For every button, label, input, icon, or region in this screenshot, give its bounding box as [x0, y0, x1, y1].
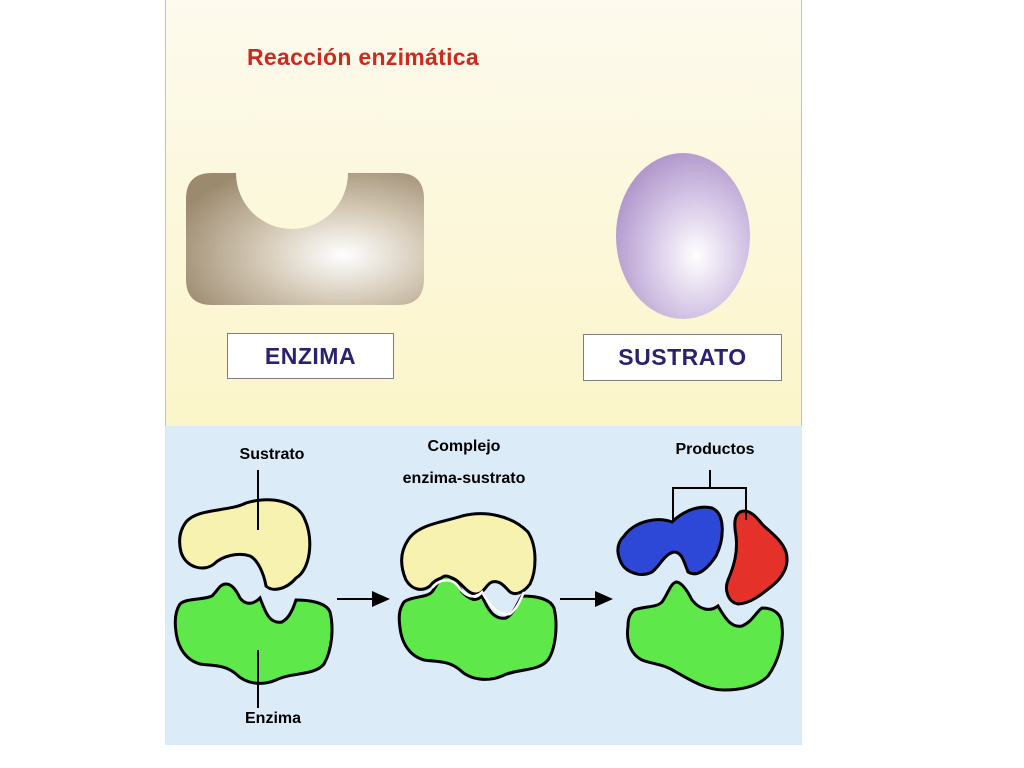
- diagram-label-enzima: Enzima: [244, 710, 302, 727]
- productos-bracket: [672, 470, 747, 520]
- substrate-shape-stage2: [400, 512, 537, 596]
- product-blue-shape: [616, 505, 724, 576]
- substrate-model-shape: [616, 153, 750, 319]
- diagram-label-complejo-line2: enzima-sustrato: [402, 470, 526, 487]
- enzyme-shape-stage2: [397, 574, 558, 681]
- enzyme-shape-stage3: [626, 580, 784, 692]
- complex-gap-outline: [431, 579, 526, 616]
- enzyme-shape-stage1: [173, 582, 334, 685]
- enzima-label: ENZIMA: [264, 342, 357, 369]
- diagram-label-complejo-line1: Complejo: [427, 438, 501, 455]
- slide-title: Reacción enzimática: [247, 44, 479, 70]
- product-red-shape: [724, 509, 789, 606]
- sustrato-label-box: SUSTRATO: [583, 334, 782, 381]
- substrate-shape-stage1: [178, 498, 312, 591]
- diagram-label-sustrato: Sustrato: [239, 446, 305, 463]
- sustrato-label: SUSTRATO: [618, 344, 747, 370]
- enzyme-model-shape: [186, 173, 424, 305]
- enzima-label-box: ENZIMA: [227, 333, 394, 379]
- diagram-label-productos: Productos: [675, 441, 755, 458]
